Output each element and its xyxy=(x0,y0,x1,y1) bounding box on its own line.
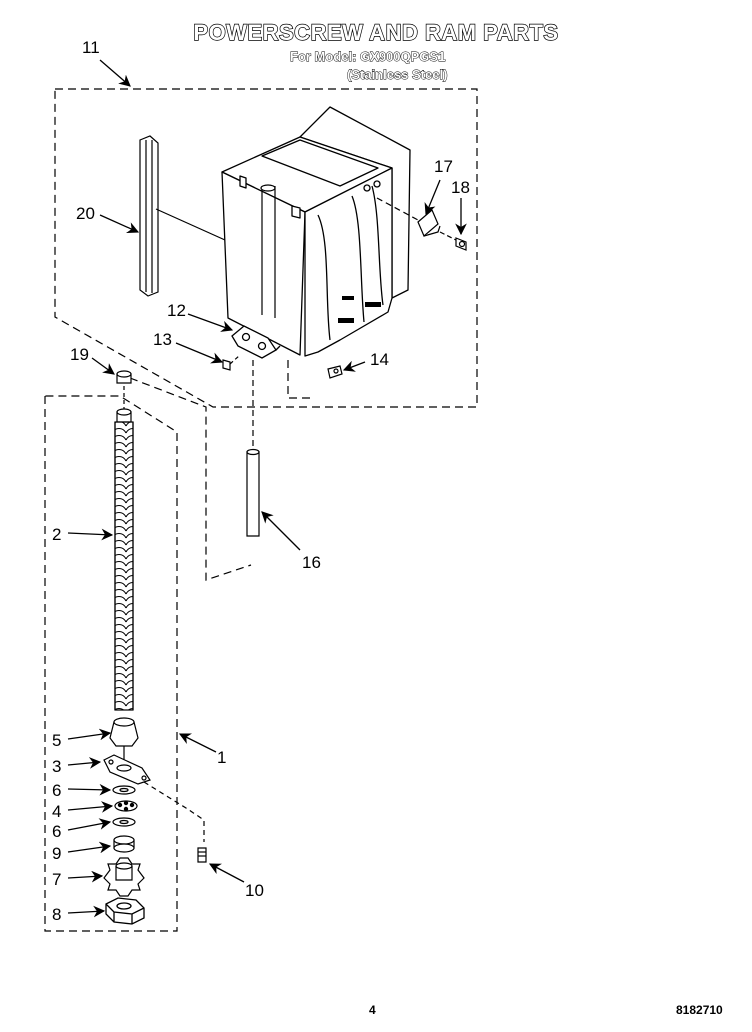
callout-13: 13 xyxy=(153,330,172,349)
bracket-part xyxy=(376,197,441,237)
ram-box-part xyxy=(221,106,411,357)
callout-9: 9 xyxy=(52,844,61,863)
link-bracket-part xyxy=(231,325,281,359)
ram-assembly-boundary xyxy=(54,88,478,408)
callout-1: 1 xyxy=(217,748,226,767)
callout-5: 5 xyxy=(52,731,61,750)
callout-11: 11 xyxy=(82,38,100,57)
sprocket-part xyxy=(103,857,145,897)
page-number: 4 xyxy=(369,1003,376,1017)
callout-20: 20 xyxy=(76,204,95,223)
upper-washer-part xyxy=(112,785,136,795)
ram-rod-part xyxy=(246,360,260,537)
lower-washer-part xyxy=(112,817,136,827)
callout-19: 19 xyxy=(70,345,89,364)
link-screw-part xyxy=(222,354,241,371)
callout-18: 18 xyxy=(451,178,470,197)
callout-2: 2 xyxy=(52,525,61,544)
callout-6-lower: 6 xyxy=(52,822,61,841)
screw-cap-part xyxy=(116,370,132,409)
page-title: POWERSCREW AND RAM PARTS xyxy=(193,19,559,45)
spacer-part xyxy=(113,835,135,853)
thrust-bearing-part xyxy=(114,800,138,812)
side-strip-part xyxy=(139,135,226,297)
variant-line: (Stainless Steel) xyxy=(347,67,448,83)
plate-screw-part xyxy=(197,847,207,863)
bearing-plate-part xyxy=(103,754,205,842)
callout-8: 8 xyxy=(52,905,61,924)
callout-7: 7 xyxy=(52,870,61,889)
leader-lines xyxy=(67,59,467,918)
callout-6-upper: 6 xyxy=(52,781,61,800)
hex-nut-part xyxy=(105,897,145,925)
callout-4: 4 xyxy=(52,802,61,821)
callout-3: 3 xyxy=(52,757,61,776)
side-screw-part xyxy=(327,365,343,379)
powerscrew-part xyxy=(114,408,134,711)
model-line: For Model: GX900QPGS1 xyxy=(290,49,446,65)
powerscrew-assembly-boundary xyxy=(44,377,252,932)
callout-14: 14 xyxy=(370,350,389,369)
document-number: 8182710 xyxy=(676,1003,723,1017)
coupling-part xyxy=(109,717,139,760)
callout-10: 10 xyxy=(245,881,264,900)
ram-tube xyxy=(260,184,276,318)
callout-17: 17 xyxy=(434,157,453,176)
bracket-screw-part xyxy=(439,231,467,251)
callout-12: 12 xyxy=(167,301,186,320)
callout-16: 16 xyxy=(302,553,321,572)
